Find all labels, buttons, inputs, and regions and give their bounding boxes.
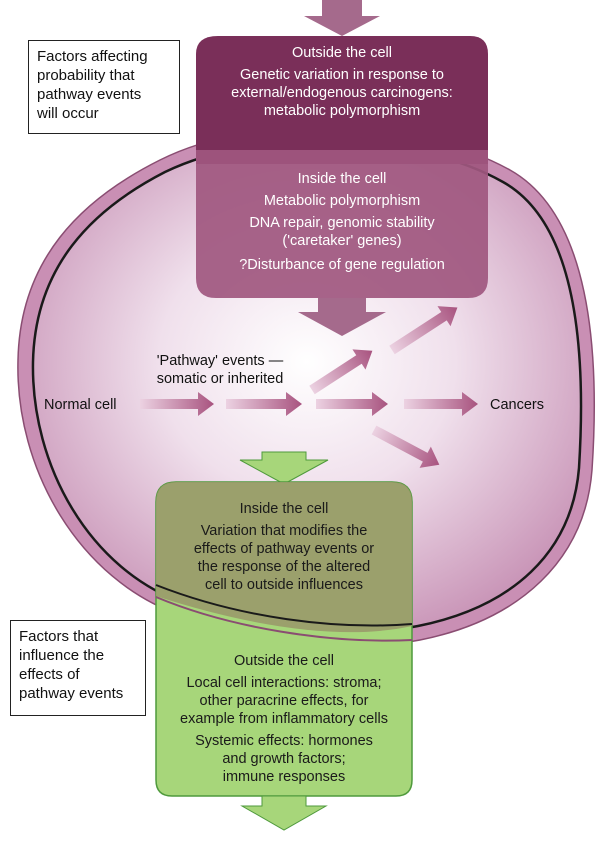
inside-top-line-1: Metabolic polymorphism xyxy=(263,193,421,209)
factors-influence-line-2: influence the xyxy=(19,647,105,664)
inside-bottom-line-4: cell to outside influences xyxy=(205,577,363,593)
outside-bottom-g1-line-1: Local cell interactions: stroma; xyxy=(186,675,382,691)
factors-probability-line-2: probability that xyxy=(37,67,135,84)
membrane-crossing-inner xyxy=(155,584,413,627)
outside-bottom-g2-line-1: Systemic effects: hormones xyxy=(195,733,373,749)
outside-bottom-g1-line-3: example from inflammatory cells xyxy=(180,711,388,727)
top-entry-arrow xyxy=(304,0,380,36)
outside-top-line-2: external/endogenous carcinogens: xyxy=(231,85,453,101)
normal-cell-label: Normal cell xyxy=(44,397,117,413)
outside-bottom-g1-line-2: other paracrine effects, for xyxy=(199,693,369,709)
pathway-arrow-2 xyxy=(226,392,302,416)
factors-probability-line-1: Factors affecting xyxy=(37,48,148,65)
inside-top-line-2: DNA repair, genomic stability xyxy=(249,215,435,231)
pathway-arrow-1 xyxy=(140,392,214,416)
factors-influence-line-1: Factors that xyxy=(19,628,99,645)
inside-cell-bottom-overlap xyxy=(156,482,412,633)
bottom-exit-arrow xyxy=(240,795,328,831)
inside-top-line-3: ('caretaker' genes) xyxy=(282,233,402,249)
pathway-arrow-diag-up-2 xyxy=(389,306,458,355)
factors-probability-line-3: pathway events xyxy=(37,86,142,103)
pathway-events-line-2: somatic or inherited xyxy=(156,371,284,387)
pathway-events-line-1: 'Pathway' events — xyxy=(156,353,284,369)
factors-influence-box: Factors that influence the effects of pa… xyxy=(10,620,146,716)
inside-top-text: Inside the cell Metabolic polymorphism D… xyxy=(196,170,488,274)
inside-top-title: Inside the cell xyxy=(297,171,387,187)
outside-bottom-title: Outside the cell xyxy=(234,653,334,669)
pathway-arrow-diag-down xyxy=(371,425,440,468)
factors-probability-line-4: will occur xyxy=(37,105,99,122)
outside-bottom-text: Outside the cell Local cell interactions… xyxy=(156,652,412,786)
pathway-arrow-3 xyxy=(316,392,388,416)
outside-top-title: Outside the cell xyxy=(292,45,392,61)
outside-bottom-g2-line-2: and growth factors; xyxy=(222,751,346,767)
outside-top-text: Outside the cell Genetic variation in re… xyxy=(196,44,488,120)
factors-probability-box: Factors affecting probability that pathw… xyxy=(28,40,180,134)
membrane-crossing-outer xyxy=(155,596,413,642)
outside-top-line-3: metabolic polymorphism xyxy=(263,103,421,119)
bottom-panel-entry-arrow xyxy=(239,451,329,485)
factors-influence-line-4: pathway events xyxy=(19,685,124,702)
inside-bottom-line-2: effects of pathway events or xyxy=(193,541,375,557)
top-panel-down-arrow xyxy=(298,298,386,336)
inside-bottom-line-1: Variation that modifies the xyxy=(200,523,368,539)
inside-bottom-title: Inside the cell xyxy=(239,501,329,517)
inside-cell-top-panel xyxy=(196,150,488,298)
outside-bottom-g2-line-3: immune responses xyxy=(222,769,346,785)
inside-bottom-line-3: the response of the altered xyxy=(197,559,371,575)
cancers-label: Cancers xyxy=(490,397,544,413)
pathway-events-label: 'Pathway' events — somatic or inherited xyxy=(130,352,310,388)
pathway-arrow-diag-up-1 xyxy=(309,349,373,395)
inside-bottom-text: Inside the cell Variation that modifies … xyxy=(156,500,412,594)
pathway-arrow-4 xyxy=(404,392,478,416)
outside-top-line-1: Genetic variation in response to xyxy=(240,67,444,83)
outside-cell-top-panel xyxy=(196,36,488,164)
inside-top-line-4: ?Disturbance of gene regulation xyxy=(239,257,445,273)
factors-influence-line-3: effects of xyxy=(19,666,80,683)
